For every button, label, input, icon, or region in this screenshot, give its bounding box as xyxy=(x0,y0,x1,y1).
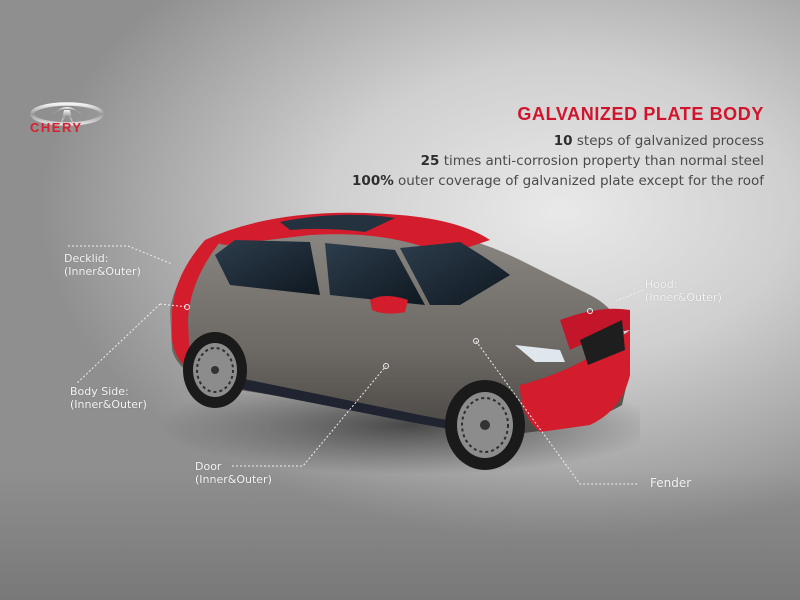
point-text: outer coverage of galvanized plate excep… xyxy=(393,173,764,189)
callout-subtitle: (Inner&Outer) xyxy=(64,265,141,278)
point-value: 10 xyxy=(553,133,573,149)
callout-fender: Fender xyxy=(650,477,691,490)
callout-decklid: Decklid: (Inner&Outer) xyxy=(64,252,141,278)
callout-subtitle: (Inner&Outer) xyxy=(645,291,722,304)
callout-title: Hood: xyxy=(645,278,678,291)
point-text: steps of galvanized process xyxy=(572,133,764,149)
callout-title: Decklid: xyxy=(64,252,109,265)
feature-point: 10 steps of galvanized process xyxy=(352,131,764,151)
feature-point: 100% outer coverage of galvanized plate … xyxy=(352,171,764,191)
callout-body-side: Body Side: (Inner&Outer) xyxy=(70,385,147,411)
chery-emblem-icon xyxy=(30,102,104,126)
point-value: 100% xyxy=(352,173,394,189)
brand-wordmark: CHERY xyxy=(30,120,83,135)
front-wheel xyxy=(445,380,525,470)
callout-title: Door xyxy=(195,460,222,473)
callout-title: Body Side: xyxy=(70,385,129,398)
callout-title: Fender xyxy=(650,476,692,490)
callout-subtitle: (Inner&Outer) xyxy=(195,473,272,486)
rear-wheel xyxy=(183,332,247,408)
point-value: 25 xyxy=(420,153,440,169)
callout-subtitle: (Inner&Outer) xyxy=(70,398,147,411)
suv-illustration xyxy=(160,212,640,475)
callout-hood: Hood: (Inner&Outer) xyxy=(645,278,722,304)
callout-door: Door (Inner&Outer) xyxy=(195,460,272,486)
feature-headline: GALVANIZED PLATE BODY 10 steps of galvan… xyxy=(352,104,764,191)
headline-title: GALVANIZED PLATE BODY xyxy=(517,104,764,124)
point-text: times anti-corrosion property than norma… xyxy=(439,153,764,169)
feature-point: 25 times anti-corrosion property than no… xyxy=(352,151,764,171)
